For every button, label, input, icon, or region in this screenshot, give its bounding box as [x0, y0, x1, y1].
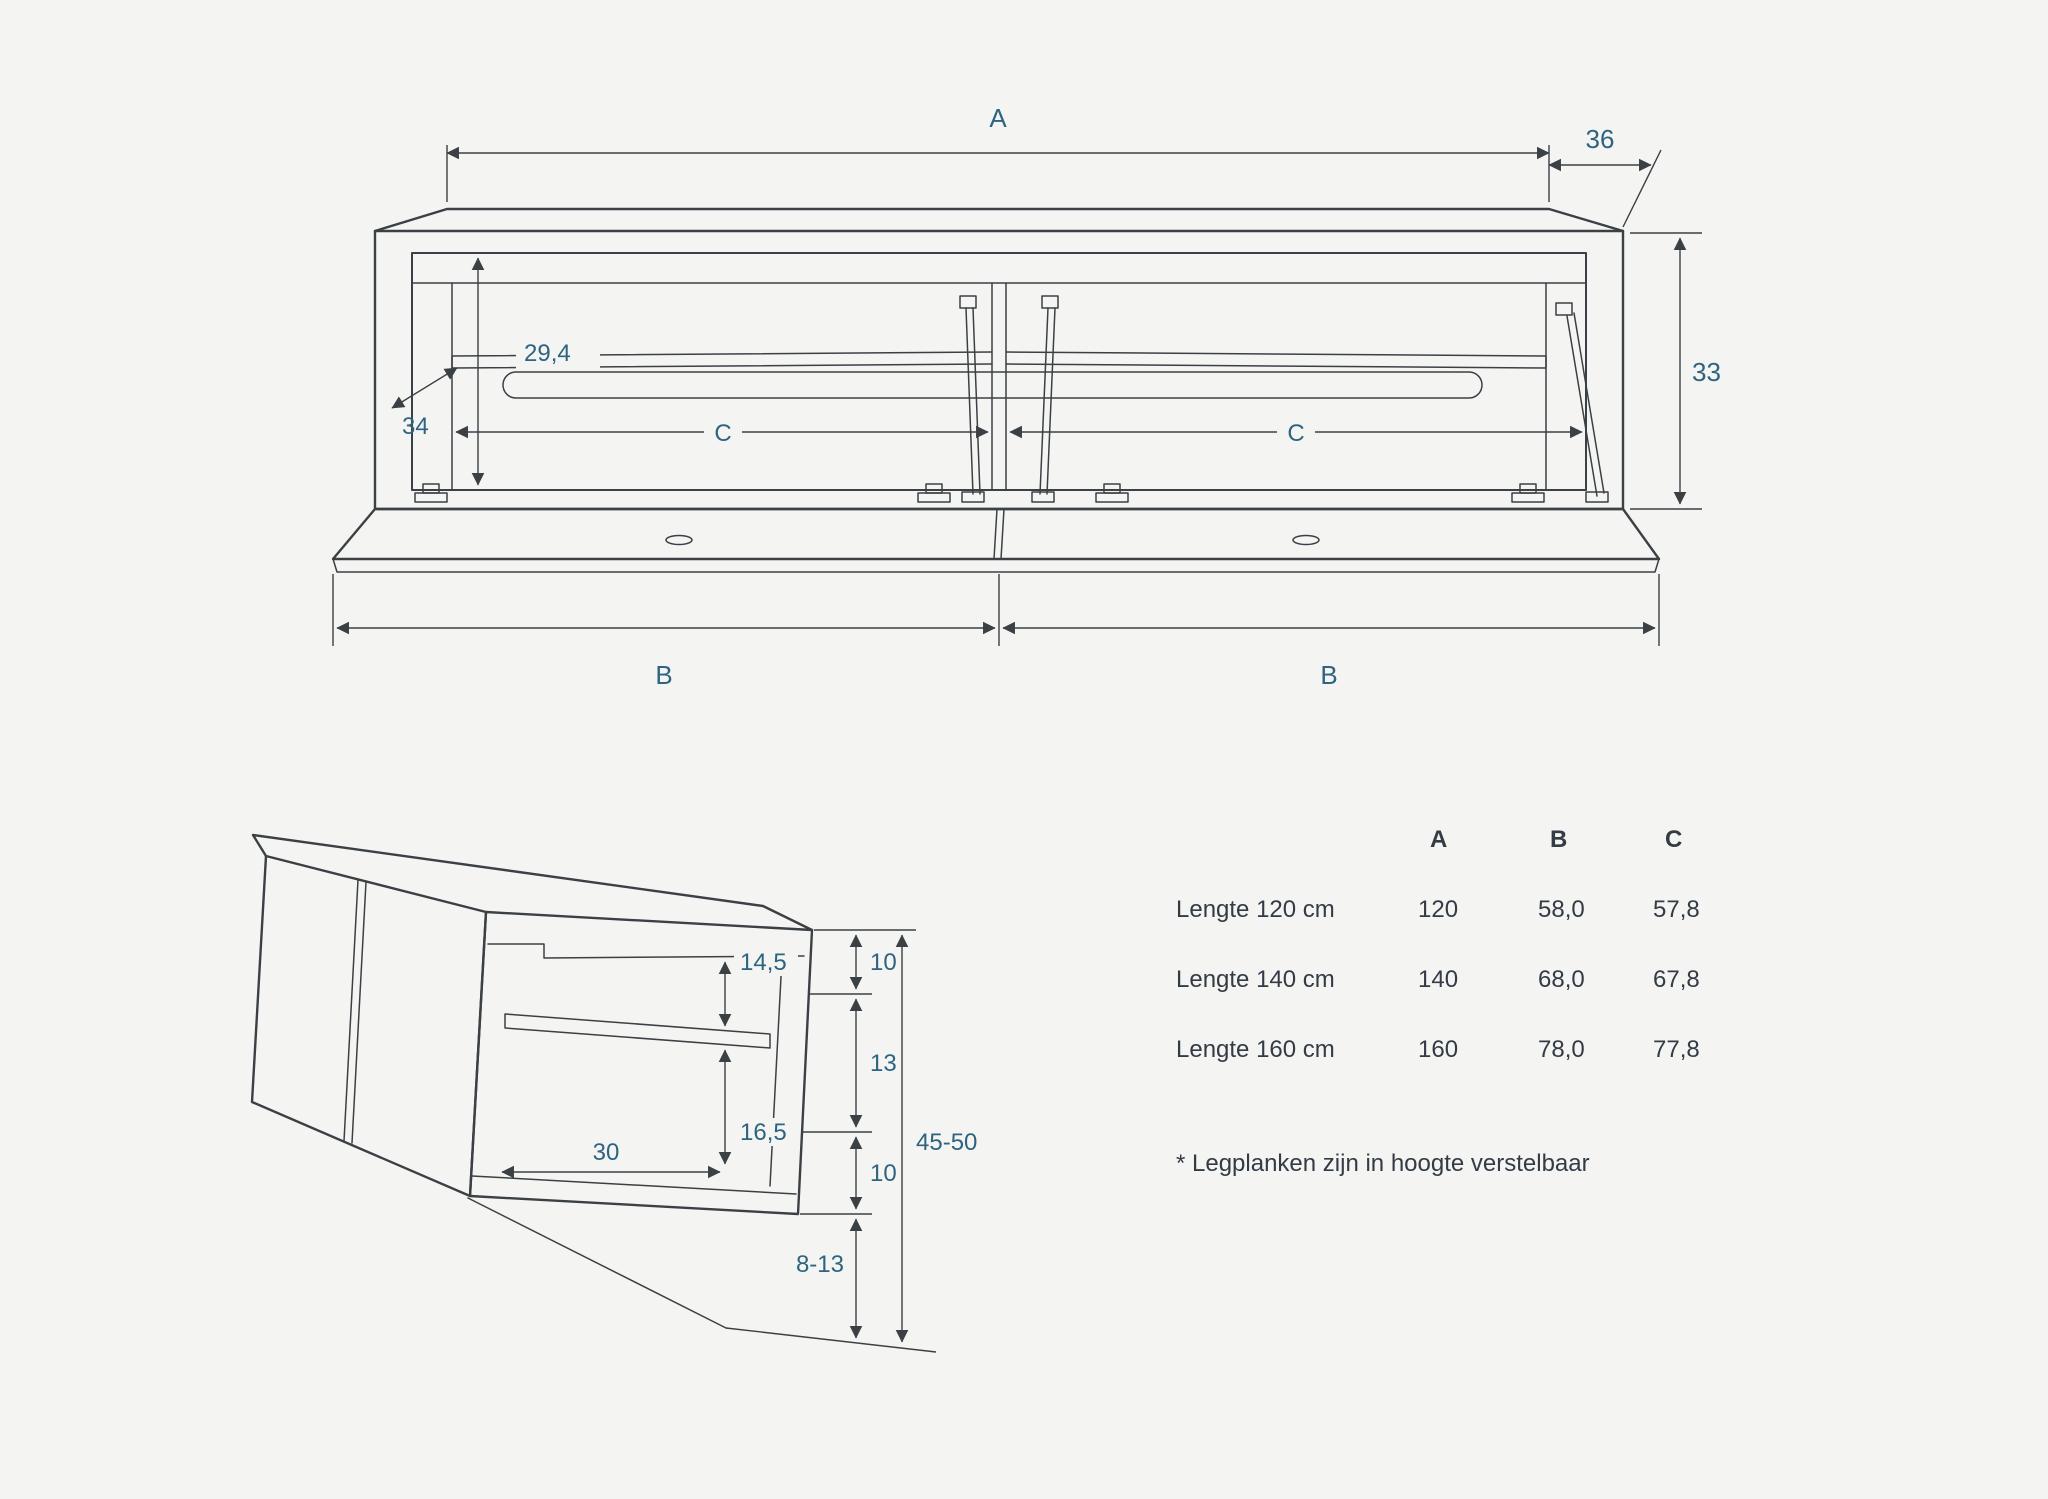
- flap-hinges: [414, 483, 1545, 503]
- handle-left: [665, 534, 693, 546]
- dim-label-b-right: B: [1320, 660, 1337, 690]
- dim-label-14-5: 14,5: [740, 949, 787, 976]
- table-row: Lengte 140 cm 140 68,0 67,8: [1176, 924, 1753, 994]
- value-b: 68,0: [1538, 966, 1585, 993]
- value-a: 140: [1418, 966, 1459, 993]
- table-row: Lengte 120 cm 120 58,0 57,8: [1176, 854, 1753, 924]
- dim-label-30: 30: [593, 1139, 620, 1166]
- value-c: 67,8: [1653, 966, 1700, 993]
- top-edge: [251, 833, 814, 932]
- col-header-c: C: [1665, 826, 1683, 853]
- dim-label-34: 34: [402, 413, 429, 440]
- table-header-row: A B C: [1176, 802, 1753, 854]
- dim-label-36: 36: [1586, 124, 1615, 154]
- dim-label-16-5: 16,5: [740, 1119, 787, 1146]
- side-view-dimensions: 14,5 16,5 30 10 13 10 8-13 45-50: [501, 929, 977, 1343]
- size-table: A B C Lengte 120 cm 120 58,0 57,8 Lengte…: [1176, 802, 1753, 1064]
- value-a: 120: [1418, 896, 1459, 923]
- top-panel-section: [487, 943, 805, 959]
- table-footnote: * Legplanken zijn in hoogte verstelbaar: [1176, 1150, 1590, 1177]
- dim-label-a: A: [989, 103, 1007, 133]
- cabinet-perspective: [250, 833, 937, 1353]
- door-gap: [343, 879, 367, 1144]
- value-a: 160: [1418, 1036, 1459, 1063]
- flap-stays: [959, 295, 1609, 503]
- middle-divider: [991, 282, 1007, 491]
- dim-label-10-top: 10: [870, 949, 897, 976]
- row-label: Lengte 140 cm: [1176, 966, 1335, 993]
- shelf-right: [1005, 351, 1547, 369]
- dim-label-b-left: B: [655, 660, 672, 690]
- front-view-dimensions: A 36 33 B B 29,4 34 C: [332, 103, 1721, 690]
- open-flap-doors: [331, 507, 1661, 573]
- dim-label-c-right: C: [1287, 420, 1304, 447]
- side-view: 14,5 16,5 30 10 13 10 8-13 45-50: [250, 833, 977, 1353]
- bottom-panel-section: [471, 1175, 797, 1195]
- col-header-b: B: [1550, 826, 1568, 853]
- front-view: A 36 33 B B 29,4 34 C: [331, 103, 1721, 690]
- reference-line: [725, 1327, 937, 1353]
- dim-label-13: 13: [870, 1050, 897, 1077]
- value-b: 58,0: [1538, 896, 1585, 923]
- back-groove: [502, 371, 1483, 399]
- dim-label-45-50: 45-50: [916, 1129, 977, 1156]
- dim-label-10-bottom: 10: [870, 1160, 897, 1187]
- back-panel-section: [769, 957, 783, 1187]
- value-c: 57,8: [1653, 896, 1700, 923]
- dim-label-33: 33: [1692, 357, 1721, 387]
- table-row: Lengte 160 cm 160 78,0 77,8: [1176, 994, 1753, 1064]
- row-label: Lengte 120 cm: [1176, 896, 1335, 923]
- dim-label-8-13: 8-13: [796, 1251, 844, 1278]
- row-label: Lengte 160 cm: [1176, 1036, 1335, 1063]
- front-doors-face: [250, 854, 488, 1198]
- dim-label-29-4: 29,4: [524, 340, 571, 367]
- value-c: 77,8: [1653, 1036, 1700, 1063]
- handle-right: [1292, 534, 1320, 546]
- open-flap-edge: [467, 1197, 727, 1329]
- col-header-a: A: [1430, 826, 1448, 853]
- dim-label-c-left: C: [714, 420, 731, 447]
- value-b: 78,0: [1538, 1036, 1585, 1063]
- shelf-section: [504, 1013, 771, 1049]
- side-section: [468, 910, 814, 1216]
